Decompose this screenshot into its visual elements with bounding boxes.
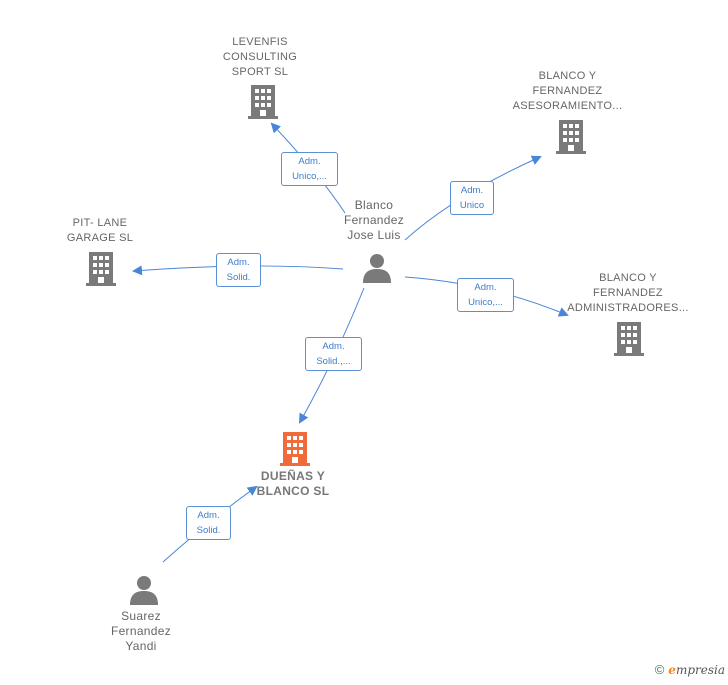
company-duenas-label[interactable]: DUEÑAS Y BLANCO SL: [256, 469, 330, 498]
footer-brand[interactable]: © empresia: [655, 662, 725, 677]
edge-label-to-levenfis[interactable]: Adm. Unico,...: [281, 152, 338, 186]
copyright-icon: ©: [654, 662, 665, 677]
company-administradores-label[interactable]: BLANCO Y FERNANDEZ ADMINISTRADORES...: [567, 272, 689, 314]
edge-label-to-administradores[interactable]: Adm. Unico,...: [457, 278, 514, 312]
brand-logo: empresia: [668, 662, 725, 677]
person-icon[interactable]: [129, 575, 159, 605]
building-icon[interactable]: [248, 85, 278, 119]
person-blanco-label[interactable]: Blanco Fernandez Jose Luis: [343, 198, 405, 242]
building-icon[interactable]: [556, 120, 586, 154]
building-icon[interactable]: [86, 252, 116, 286]
company-asesoramiento-label[interactable]: BLANCO Y FERNANDEZ ASESORAMIENTO...: [512, 70, 623, 112]
company-levenfis-label[interactable]: LEVENFIS CONSULTING SPORT SL: [222, 36, 298, 78]
edge-label-to-pitlane[interactable]: Adm. Solid.: [216, 253, 261, 287]
edge-label-to-asesoramiento[interactable]: Adm. Unico: [450, 181, 494, 215]
edge-label-suarez-to-duenas[interactable]: Adm. Solid.: [186, 506, 231, 540]
building-icon[interactable]: [614, 322, 644, 356]
company-pitlane-label[interactable]: PIT- LANE GARAGE SL: [66, 217, 134, 244]
person-icon[interactable]: [362, 253, 392, 283]
edge-label-blanco-to-duenas[interactable]: Adm. Solid.,...: [305, 337, 362, 371]
person-suarez-label[interactable]: Suarez Fernandez Yandi: [110, 609, 172, 653]
building-icon[interactable]: [280, 432, 310, 466]
